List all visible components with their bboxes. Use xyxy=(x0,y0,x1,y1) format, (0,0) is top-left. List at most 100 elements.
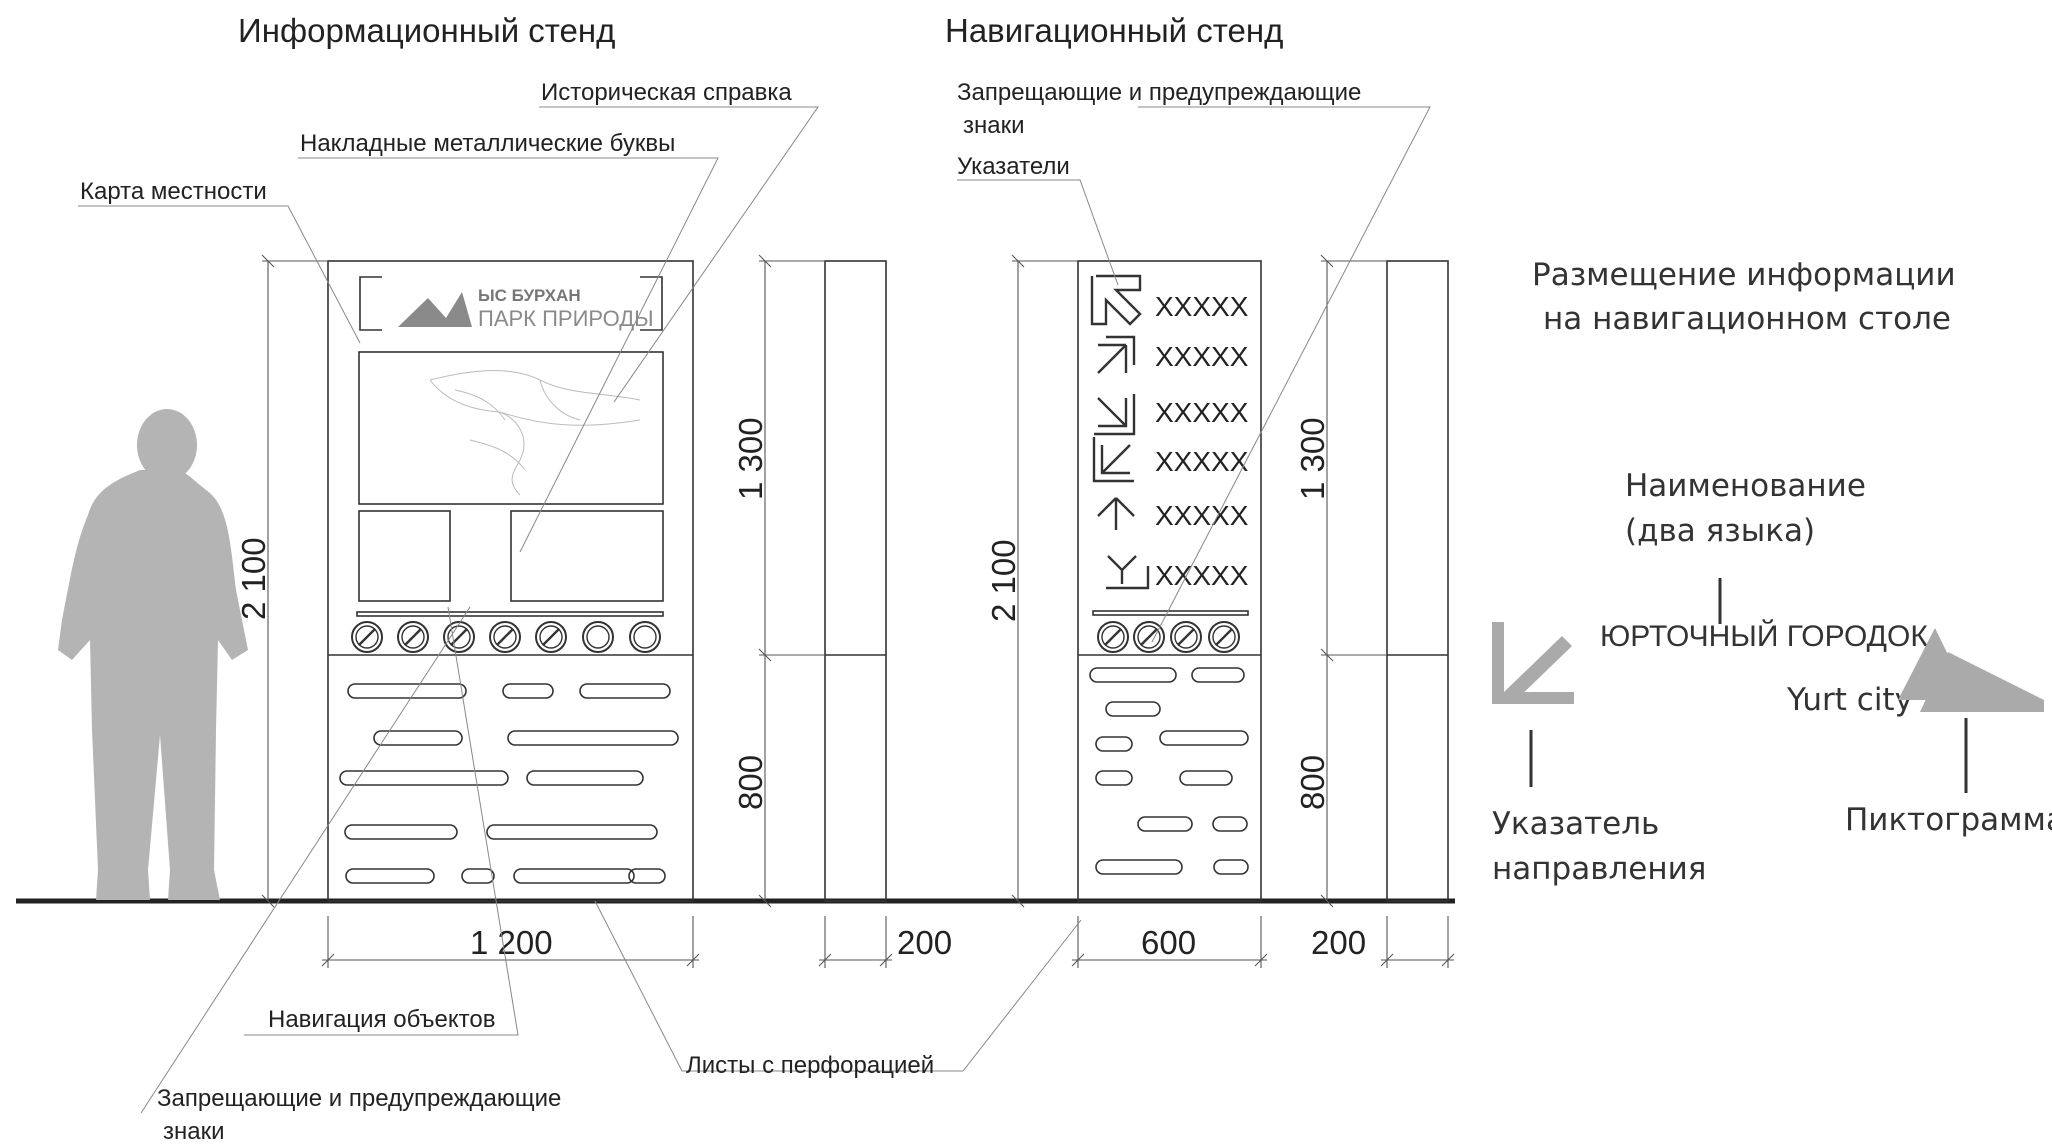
callout-pointers: Указатели xyxy=(957,153,1070,180)
pointer-label-line2: направления xyxy=(1492,851,1706,887)
perforation-hole xyxy=(579,683,671,699)
prohibition-sign-icon xyxy=(1208,621,1240,653)
logo-bracket-right xyxy=(640,276,663,331)
callout-perforated-sheets: Листы с перфорацией xyxy=(686,1052,934,1079)
prohibition-signs-info xyxy=(351,621,661,653)
perforation-hole xyxy=(502,683,554,699)
prohibition-sign-icon xyxy=(443,621,475,653)
perforation-hole xyxy=(1095,859,1183,875)
prohibition-sign-icon xyxy=(1133,621,1165,653)
info-panel-right xyxy=(510,510,664,602)
callout-history: Историческая справка xyxy=(541,79,792,106)
dim-nav-upper: 1 300 xyxy=(1294,417,1331,500)
perforation-hole xyxy=(1089,667,1177,683)
perforation-hole xyxy=(513,868,635,884)
perforation-hole xyxy=(486,824,658,840)
callout-prohibit-info-line2: знаки xyxy=(163,1118,225,1145)
info-stand-side-view xyxy=(824,260,887,902)
perforation-hole xyxy=(373,730,463,746)
nav-item-label: XXXXX xyxy=(1155,560,1249,591)
sign-name-en: Yurt city xyxy=(1786,682,1913,718)
prohibition-sign-icon xyxy=(397,621,429,653)
warning-sign-icon xyxy=(629,621,661,653)
dim-nav-lower: 800 xyxy=(1294,755,1331,810)
perforation-hole xyxy=(1191,667,1245,683)
sign-name-ru: ЮРТОЧНЫЙ ГОРОДОК xyxy=(1600,619,1928,653)
prohibition-sign-icon xyxy=(535,621,567,653)
callout-object-nav: Навигация объектов xyxy=(268,1006,495,1033)
perforation-hole xyxy=(1137,816,1193,832)
dim-nav-depth: 200 xyxy=(1311,924,1366,961)
perforation-hole xyxy=(1212,816,1248,832)
placement-title-line2: на навигационном столе xyxy=(1543,301,1951,337)
nav-item-label: XXXXX xyxy=(1155,500,1249,531)
prohibition-sign-icon xyxy=(1170,621,1202,653)
perforation-hole xyxy=(1095,770,1133,786)
dim-info-height: 2 100 xyxy=(235,537,272,620)
nav-item-label: XXXXX xyxy=(1155,446,1249,477)
info-stand-title: Информационный стенд xyxy=(238,12,615,49)
callout-prohibit-info-line1: Запрещающие и предупреждающие xyxy=(157,1085,561,1112)
prohibition-sign-icon xyxy=(489,621,521,653)
perforation-hole xyxy=(461,868,495,884)
direction-arrow-icon xyxy=(1097,335,1136,374)
direction-arrow-icon xyxy=(1097,497,1135,530)
perforation-hole xyxy=(507,730,679,746)
perforation-hole xyxy=(345,868,435,884)
prohibition-sign-icon xyxy=(351,621,383,653)
perforation-hole xyxy=(1095,736,1133,752)
tent-pictogram-icon xyxy=(1898,628,2044,712)
prohibition-sign-icon xyxy=(1097,621,1129,653)
perforation-hole xyxy=(344,824,458,840)
callout-terrain-map: Карта местности xyxy=(80,178,267,205)
prohibition-signs-nav xyxy=(1097,621,1240,653)
logo-bracket-left xyxy=(359,276,382,331)
person-silhouette xyxy=(58,409,248,900)
nav-stand-frame xyxy=(1077,260,1262,902)
perforation-hole xyxy=(1213,859,1249,875)
warning-sign-icon xyxy=(582,621,614,653)
callout-prohibit-nav-line2: знаки xyxy=(963,112,1025,139)
direction-arrow-icon xyxy=(1094,394,1136,436)
nav-item-label: XXXXX xyxy=(1155,341,1249,372)
callout-prohibit-nav-line1: Запрещающие и предупреждающие xyxy=(957,79,1361,106)
nav-item-label: XXXXX xyxy=(1155,291,1249,322)
direction-pointer-icon xyxy=(1492,622,1574,704)
dim-info-depth: 200 xyxy=(897,924,952,961)
info-stand: ЫС БУРХАН ПАРК ПРИРОДЫ xyxy=(327,260,694,902)
direction-arrow-icon xyxy=(1090,274,1142,326)
perforation-hole xyxy=(1179,770,1233,786)
sign-shelf xyxy=(356,611,664,617)
pointer-label-line1: Указатель xyxy=(1492,806,1659,842)
name-label-line1: Наименование xyxy=(1625,468,1866,504)
direction-arrow-icon xyxy=(1092,437,1134,483)
perforation-hole xyxy=(347,683,467,699)
nav-stand-side-view xyxy=(1386,260,1449,902)
logo-line2: ПАРК ПРИРОДЫ xyxy=(478,306,654,331)
dim-info-upper: 1 300 xyxy=(732,417,769,500)
perforation-hole xyxy=(1159,730,1249,746)
direction-arrow-icon xyxy=(1106,555,1150,590)
logo-mountain-icon xyxy=(398,292,472,327)
dim-nav-width: 600 xyxy=(1141,924,1196,961)
map-panel xyxy=(358,351,664,505)
info-panel-left xyxy=(358,510,451,602)
nav-stand-title: Навигационный стенд xyxy=(945,12,1283,49)
dim-info-lower: 800 xyxy=(732,755,769,810)
perforation-hole xyxy=(1105,701,1161,717)
perforation-hole xyxy=(628,868,666,884)
info-stand-frame xyxy=(327,260,694,902)
perforation-hole xyxy=(339,770,509,786)
perforation-holes-info xyxy=(339,683,679,884)
dimension-lines xyxy=(261,254,1455,968)
map-drawing xyxy=(429,370,641,496)
logo-line1: ЫС БУРХАН xyxy=(478,286,581,305)
callout-leaders xyxy=(78,106,1431,1114)
dim-info-width: 1 200 xyxy=(470,924,553,961)
perforation-hole xyxy=(526,770,644,786)
perforation-holes-nav xyxy=(1089,667,1249,875)
callout-metal-letters: Накладные металлические буквы xyxy=(300,130,675,157)
nav-sign-shelf xyxy=(1092,610,1249,616)
